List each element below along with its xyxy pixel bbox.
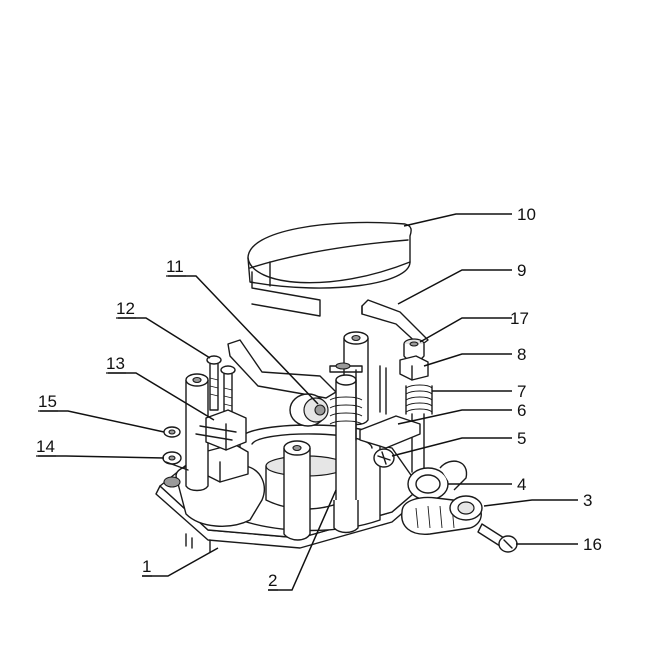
part-12-bolts [206,355,236,421]
callout-14: 14 [36,437,55,456]
callout-labels: 10 9 17 8 7 6 5 4 3 16 11 12 13 15 14 1 … [36,205,602,591]
part-14-washer [162,451,189,471]
callout-17: 17 [510,309,529,328]
part-17-nut [403,338,425,362]
part-11-rotor [289,393,329,427]
callout-3: 3 [583,491,592,510]
part-8-block [399,355,429,381]
callout-12: 12 [116,299,135,318]
callout-15: 15 [38,392,57,411]
callout-7: 7 [517,382,526,401]
part-3-chain [401,495,483,535]
lever-arm [227,339,337,399]
callout-10: 10 [517,205,536,224]
part-13-cube [195,409,247,451]
part-16-bolt [477,523,518,553]
callout-5: 5 [517,429,526,448]
guide-rods [355,365,387,441]
callout-6: 6 [517,401,526,420]
part-10-band-ring [247,221,412,317]
part-15-washer [163,426,181,438]
callout-2: 2 [268,571,277,590]
callout-11: 11 [166,257,184,276]
part-4-ring [407,460,468,501]
part-5-screw [373,448,395,468]
callout-4: 4 [517,475,526,494]
callout-16: 16 [583,535,602,554]
front-post [283,440,311,541]
part-6-plate [359,415,421,449]
callout-13: 13 [106,354,125,373]
part-2-shaft [329,362,363,534]
callout-9: 9 [517,261,526,280]
callout-1: 1 [142,557,151,576]
left-post [185,373,209,492]
callout-8: 8 [517,345,526,364]
